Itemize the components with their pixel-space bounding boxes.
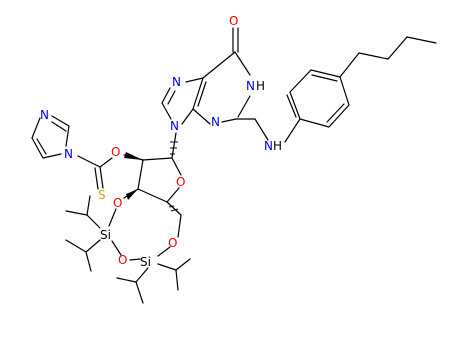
bond-c2-nh — [254, 118, 269, 141]
bond-im-1 — [65, 125, 70, 147]
bond-c5p-c4p — [166, 201, 182, 216]
bond-c4p-c3p — [137, 188, 168, 203]
bond-ipr2-b — [85, 251, 92, 272]
bond-si2-ipr4 — [157, 263, 177, 271]
bond-c6-n1 — [234, 51, 251, 76]
bond-oester-cthio — [99, 157, 113, 168]
atom-n9: N — [170, 119, 179, 133]
bond-n3-c4 — [192, 108, 211, 125]
bond-ar-1-dbl — [286, 94, 297, 118]
bond-o3-si1 — [108, 208, 117, 227]
bond-cthio-s-dbl — [94, 167, 99, 190]
hash-c1p-n9 — [170, 141, 178, 155]
atom-si1: Si — [100, 228, 111, 242]
bond-c4-c5-dbl — [197, 81, 207, 107]
bond-ipr4-a — [175, 258, 191, 271]
atom-n7: N — [172, 75, 181, 89]
atom-o-carbonyl: O — [229, 14, 238, 28]
atom-n-imidazole-link: N — [64, 147, 73, 161]
bond-c8-n9 — [161, 102, 172, 120]
bond-si2-ipr3 — [135, 267, 149, 283]
bond-ar-2 — [289, 69, 312, 93]
bond-im-4-dbl — [36, 138, 47, 155]
bond-si1-ipr2 — [85, 239, 101, 253]
atom-o-furanose: O — [176, 175, 185, 189]
bond-im-4 — [31, 137, 44, 159]
bond-bu-1 — [339, 52, 360, 78]
bond-im-3 — [31, 117, 41, 139]
bond-ar-5 — [328, 104, 350, 128]
bond-c4-c5 — [192, 77, 204, 110]
bond-ipr3-a — [116, 277, 137, 283]
bond-ipr1-a — [86, 195, 91, 216]
bond-c1p-ofur — [171, 157, 182, 176]
atom-s-thione: S — [98, 188, 106, 202]
bond-o5-c5p — [177, 214, 182, 238]
bond-ipr1-b — [65, 210, 88, 216]
hash-c4p-c5p — [168, 205, 179, 212]
bond-bu-2 — [358, 52, 389, 60]
bond-im-2 — [51, 115, 70, 127]
bond-si1-obridge — [111, 240, 122, 256]
bond-n7-c8 — [161, 87, 171, 104]
atom-nh-amine-h: H — [273, 139, 282, 153]
wedge-c3p-o3 — [126, 189, 138, 200]
bond-si2-o5 — [157, 246, 171, 257]
bond-n1-c2 — [237, 95, 251, 118]
bond-ar-1 — [289, 91, 301, 120]
atom-o3: O — [113, 196, 122, 210]
atom-nh-amine: N — [264, 139, 273, 153]
bond-ipr2-a — [65, 239, 87, 253]
stereo-bonds — [124, 141, 179, 212]
bond-nh-ar — [284, 118, 301, 143]
bond-ar-6 — [299, 118, 330, 128]
atom-n1-h: H — [256, 79, 265, 93]
bond-c3p-c2p — [137, 159, 144, 190]
atom-n1: N — [246, 79, 255, 93]
atom-o-bridge: O — [118, 253, 127, 267]
bond-cthio-s — [99, 166, 104, 189]
atom-o5: O — [168, 236, 177, 250]
atom-si2: Si — [140, 255, 151, 269]
bond-bu-4 — [406, 36, 437, 44]
bond-im-5 — [42, 153, 62, 159]
bond-ofur-c4p — [166, 187, 180, 203]
atom-n3: N — [211, 115, 220, 129]
atom-labels: O N H N N N N H N N O O S O O Si O Si — [40, 14, 282, 269]
bond-c5-n7 — [185, 77, 204, 83]
bonds — [31, 27, 437, 304]
wedge-c2p-oester — [124, 152, 143, 160]
bond-ipr4-b — [175, 269, 179, 291]
bond-ipr3-b — [135, 281, 144, 304]
bond-c2p-c1p — [142, 157, 173, 161]
bond-ar-5-dbl — [326, 103, 345, 123]
bond-ar-3-dbl — [311, 74, 338, 82]
bond-n7-c8-dbl — [167, 90, 176, 105]
bond-obridge-si2 — [129, 258, 141, 261]
bond-ar-3 — [310, 69, 341, 78]
bond-c2-n3 — [221, 118, 237, 123]
bond-si1-ipr1 — [86, 214, 101, 229]
bond-n9-c4 — [181, 108, 194, 125]
bond-bu-3 — [387, 36, 408, 60]
bond-cthio-nim — [77, 155, 101, 168]
bond-c5-c6 — [202, 51, 236, 79]
bond-im-2-dbl — [51, 121, 67, 132]
bond-ar-4 — [339, 76, 350, 106]
atom-n-imidazole-ring: N — [40, 108, 49, 122]
atom-o-ester: O — [111, 145, 120, 159]
